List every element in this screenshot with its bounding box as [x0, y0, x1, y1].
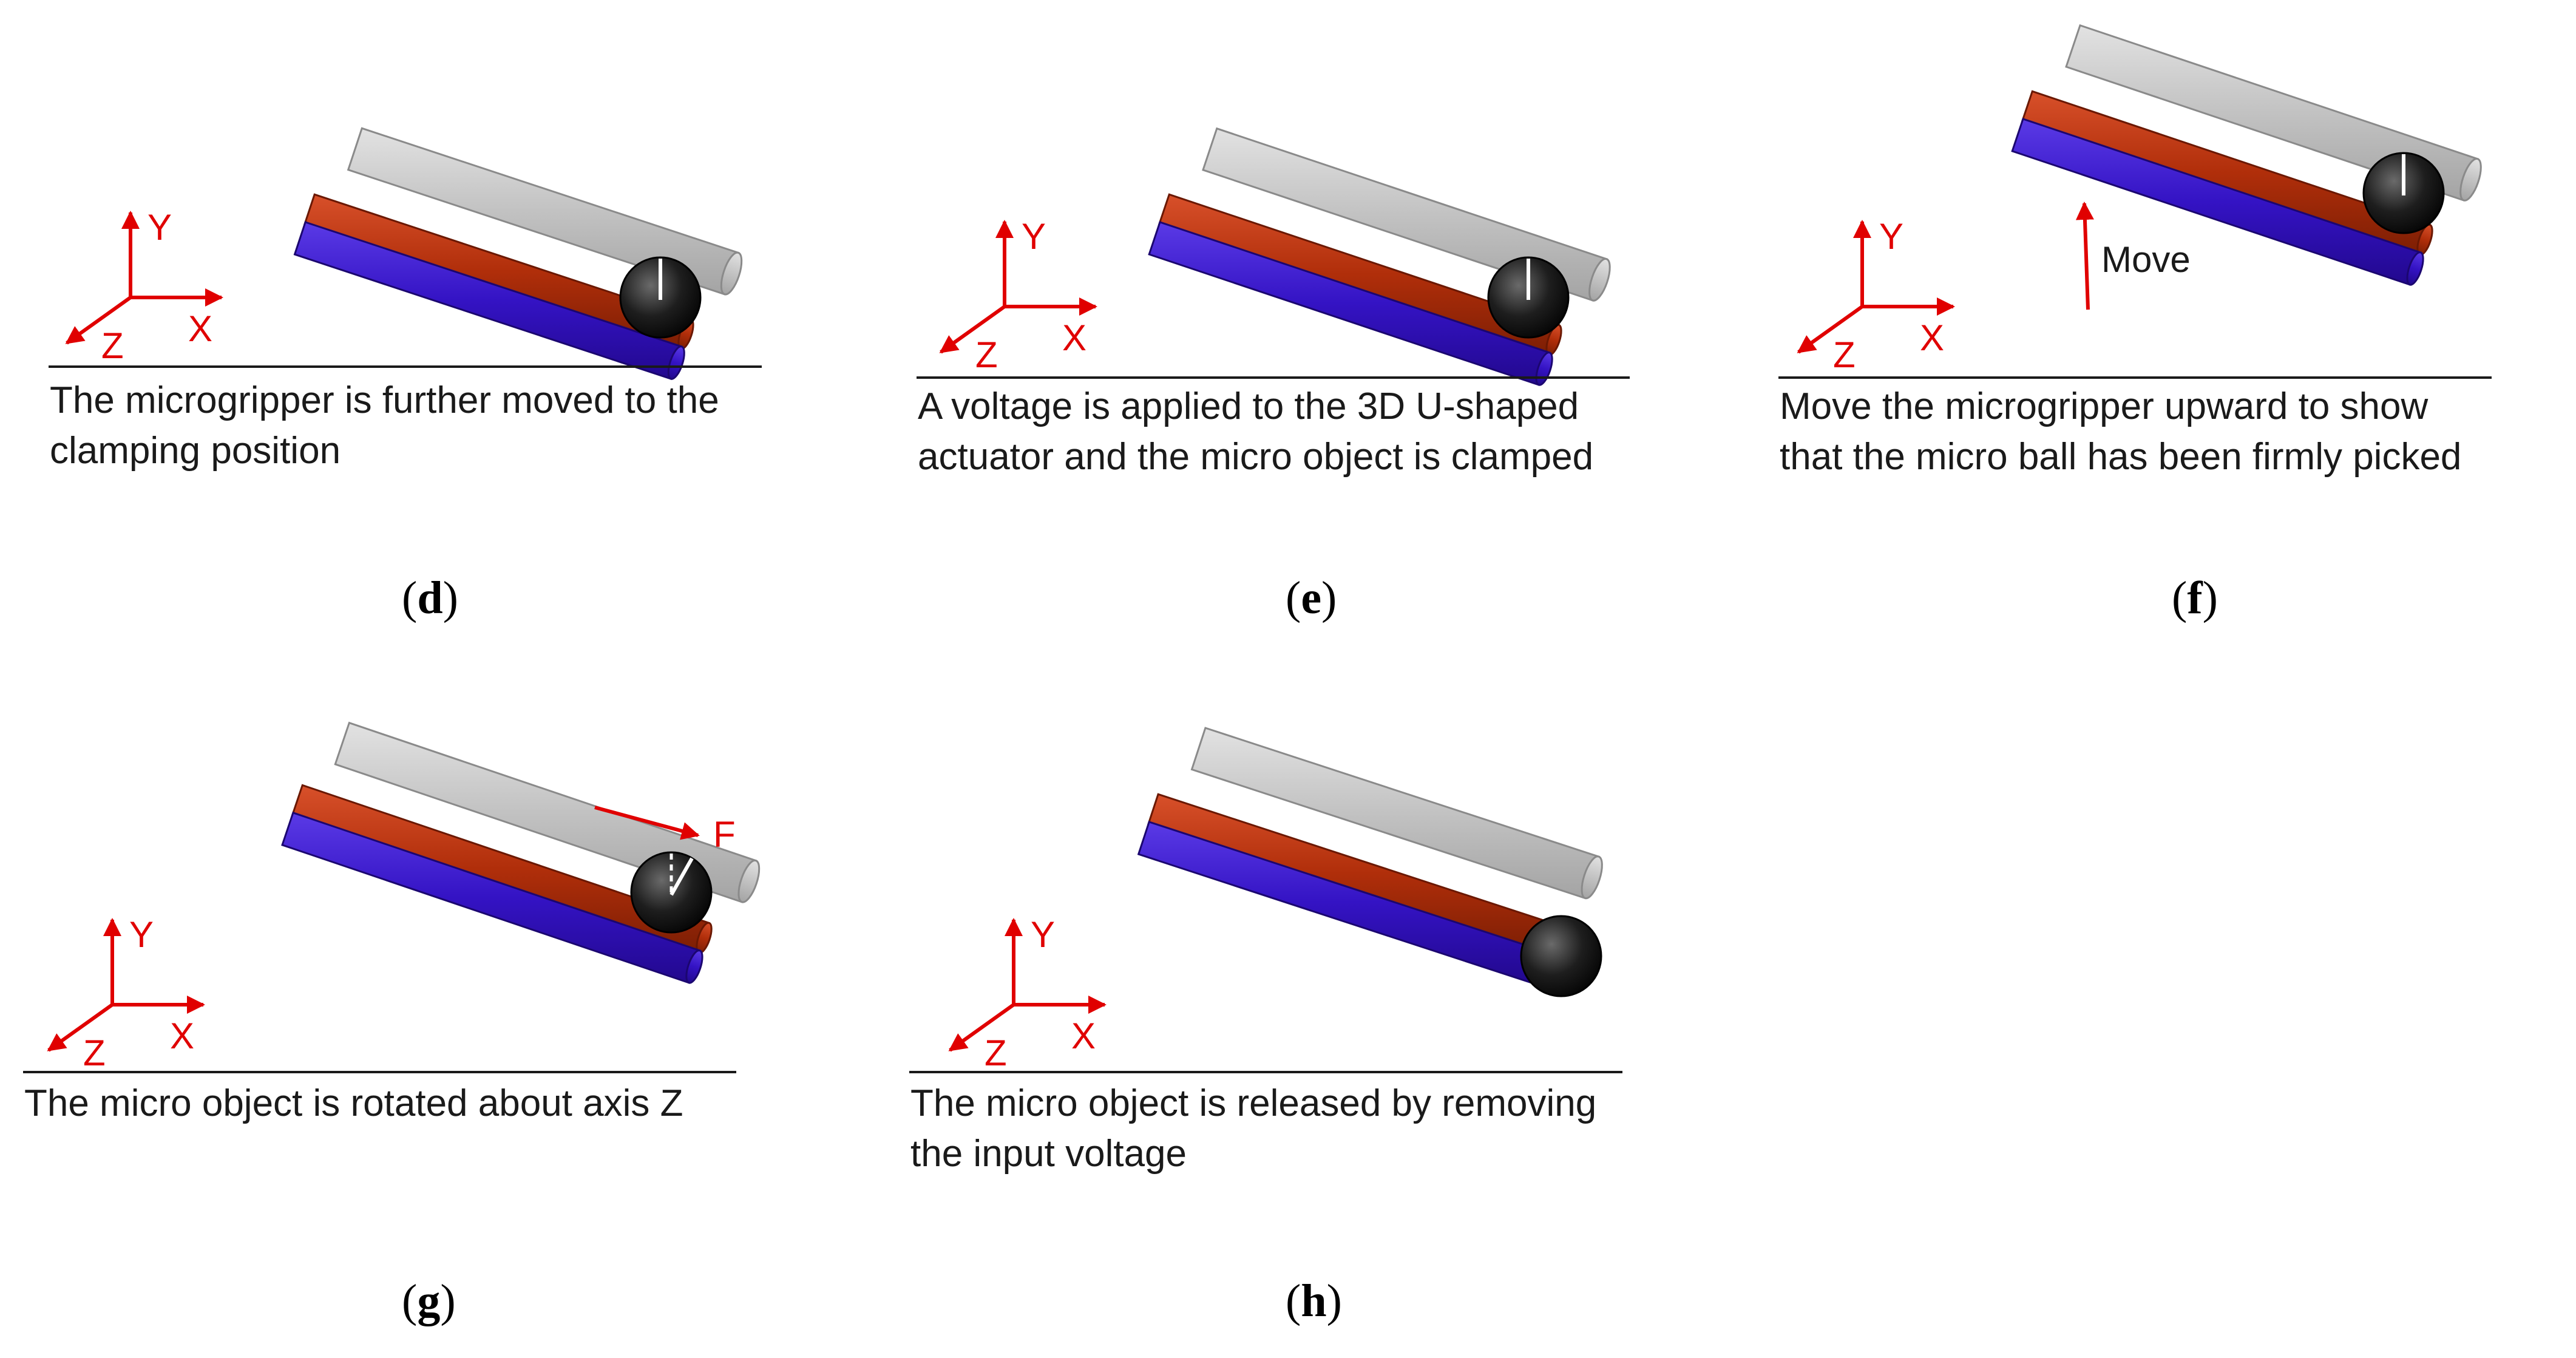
- x-axis-label: X: [1071, 1016, 1096, 1056]
- z-axis-label: Z: [101, 325, 124, 366]
- grey-clamp-arm-end: [1581, 855, 1603, 900]
- micro-ball: [630, 851, 713, 934]
- caption-line: The micro object is released by removing: [910, 1082, 1596, 1124]
- z-axis-label: Z: [985, 1033, 1007, 1073]
- caption-line: The micro object is rotated about axis Z: [24, 1082, 683, 1124]
- panel-h: Y X Z The micro object is released by remov…: [909, 727, 1622, 1326]
- blue-actuator-layer-end: [667, 345, 685, 380]
- y-axis-label: Y: [1879, 216, 1903, 257]
- caption-line: Move the microgripper upward to show: [1780, 385, 2428, 427]
- coordinate-axes: Y X Z: [948, 914, 1107, 1073]
- move-annotation: Move: [2075, 202, 2191, 310]
- microgripper: [1148, 127, 1611, 386]
- microgripper: [2011, 24, 2482, 286]
- x-axis-label: X: [1920, 317, 1944, 358]
- force-arrow: [594, 806, 700, 840]
- x-axis-label: X: [1062, 317, 1086, 358]
- z-axis-label: Z: [1833, 334, 1856, 375]
- z-axis-arrow: [1797, 305, 1863, 354]
- move-arrow: [2075, 202, 2094, 310]
- y-axis-label: Y: [1031, 914, 1055, 955]
- ball-marker-rotated: [669, 857, 694, 896]
- panel-label: (f): [2172, 572, 2218, 623]
- caption-line: The microgripper is further moved to the: [50, 379, 719, 421]
- z-axis-label: Z: [975, 334, 998, 375]
- grey-clamp-arm-end: [720, 251, 743, 296]
- micro-ball-body: [1520, 915, 1602, 997]
- z-axis-arrow: [939, 305, 1006, 354]
- microgripper: [1137, 727, 1603, 997]
- panel-label: (h): [1286, 1275, 1342, 1326]
- grey-clamp-arm-end: [2459, 158, 2482, 202]
- coordinate-axes: Y X Z: [939, 216, 1097, 375]
- micro-ball: [2362, 152, 2445, 234]
- panel-g: Y X Z F The micro object is rotated about ax…: [23, 721, 761, 1326]
- panel-label: (g): [402, 1275, 456, 1326]
- force-annotation: F: [594, 806, 736, 855]
- y-axis-label: Y: [129, 914, 154, 955]
- panel-d: Y X Z The microgripper is further moved to …: [49, 127, 762, 623]
- coordinate-axes: Y X Z: [47, 914, 205, 1073]
- micro-ball: [1487, 256, 1570, 339]
- z-axis-arrow: [47, 1003, 114, 1052]
- grey-clamp-arm-end: [1588, 257, 1611, 302]
- panels-layer: Y X Z The microgripper is further moved to …: [23, 24, 2492, 1326]
- z-axis-arrow: [948, 1003, 1015, 1052]
- force-label: F: [713, 814, 736, 855]
- y-axis-label: Y: [147, 207, 172, 248]
- x-axis-label: X: [188, 308, 212, 349]
- caption-line: the input voltage: [910, 1133, 1187, 1175]
- coordinate-axes: Y X Z: [1797, 216, 1955, 375]
- grey-clamp-arm-end: [737, 859, 761, 903]
- micro-ball: [1520, 915, 1602, 997]
- y-axis-label: Y: [1022, 216, 1046, 257]
- panel-label: (d): [402, 572, 458, 623]
- coordinate-axes: Y X Z: [65, 207, 223, 366]
- caption-line: actuator and the micro object is clamped: [918, 436, 1593, 478]
- caption-line: clamping position: [50, 430, 341, 472]
- blue-actuator-layer-end: [685, 949, 703, 984]
- microgripper: [293, 127, 743, 380]
- caption-line: A voltage is applied to the 3D U-shaped: [918, 385, 1579, 427]
- micro-ball: [619, 256, 702, 339]
- x-axis-label: X: [170, 1016, 194, 1056]
- move-label: Move: [2101, 239, 2191, 280]
- z-axis-label: Z: [83, 1033, 106, 1073]
- z-axis-arrow: [65, 296, 132, 345]
- panel-label: (e): [1286, 572, 1337, 623]
- caption-line: that the micro ball has been firmly pick…: [1780, 436, 2461, 478]
- panel-e: Y X Z A voltage is applied to the 3D U-shap…: [917, 127, 1630, 623]
- microgripper: [281, 721, 761, 984]
- blue-actuator-layer-end: [2406, 251, 2424, 286]
